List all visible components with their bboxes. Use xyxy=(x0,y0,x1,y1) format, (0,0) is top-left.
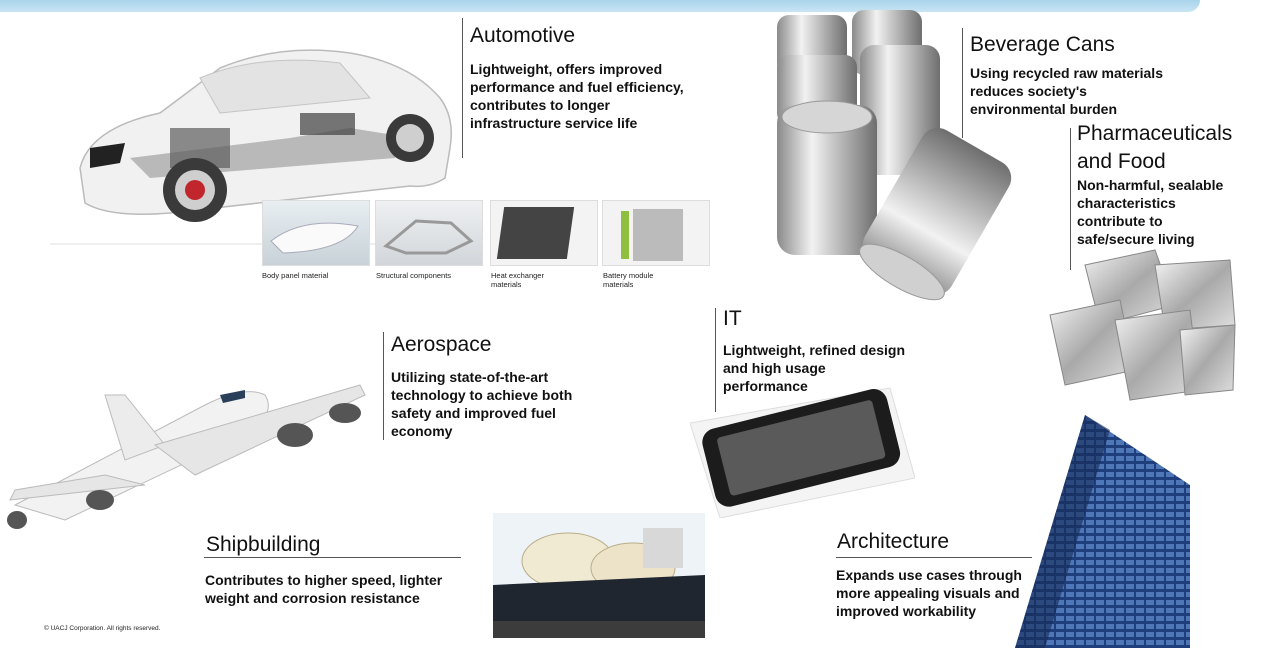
top-banner xyxy=(0,0,1200,12)
it-title: IT xyxy=(723,307,742,330)
shipbuilding-description: Contributes to higher speed, lighter wei… xyxy=(205,572,443,606)
pharmaceuticals-title-line2: and Food xyxy=(1077,150,1166,173)
beverage-cans-divider xyxy=(962,28,963,138)
heat-exchanger-caption: Heat exchanger materials xyxy=(491,271,544,289)
battery-module-caption: Battery module materials xyxy=(603,271,654,289)
aerospace-divider xyxy=(383,332,384,440)
lng-ship-image xyxy=(493,513,705,638)
beverage-cans-image xyxy=(777,10,1012,301)
battery-module-thumbnail xyxy=(602,200,710,266)
it-divider xyxy=(715,308,716,412)
pharmaceuticals-divider xyxy=(1070,128,1071,270)
architecture-divider xyxy=(836,557,1032,558)
automotive-description: Lightweight, offers improved performance… xyxy=(470,61,684,131)
beverage-cans-title: Beverage Cans xyxy=(970,33,1115,56)
sachets-image xyxy=(1049,249,1236,401)
beverage-cans-description: Using recycled raw materials reduces soc… xyxy=(970,65,1163,117)
automotive-divider xyxy=(462,18,463,158)
body-panel-thumbnail xyxy=(262,200,370,266)
structural-components-caption: Structural components xyxy=(376,271,452,280)
aerospace-title: Aerospace xyxy=(391,333,492,356)
copyright-notice: © UACJ Corporation. All rights reserved. xyxy=(44,625,161,632)
airplane-image xyxy=(7,384,366,529)
structural-components-thumbnail xyxy=(375,200,483,266)
pharmaceuticals-title-line1: Pharmaceuticals xyxy=(1077,122,1233,145)
architecture-description: Expands use cases through more appealing… xyxy=(836,567,1022,619)
architecture-title: Architecture xyxy=(837,530,950,553)
it-description: Lightweight, refined design and high usa… xyxy=(723,342,905,394)
pharmaceuticals-description: Non-harmful, sealable characteristics co… xyxy=(1077,177,1224,247)
shipbuilding-divider xyxy=(204,557,461,558)
skyscraper-image xyxy=(1015,415,1190,648)
car-image xyxy=(50,49,460,245)
shipbuilding-title: Shipbuilding xyxy=(206,533,321,556)
aerospace-description: Utilizing state-of-the-art technology to… xyxy=(391,369,573,439)
heat-exchanger-thumbnail xyxy=(490,200,598,266)
automotive-title: Automotive xyxy=(470,24,576,47)
tablet-image xyxy=(690,387,915,518)
body-panel-caption: Body panel material xyxy=(262,271,329,280)
